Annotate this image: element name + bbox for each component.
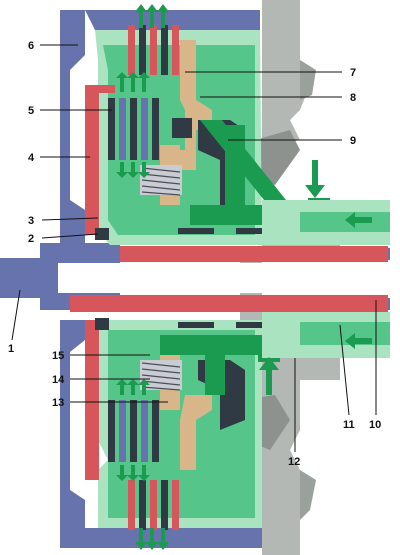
callout-3: 3 (28, 215, 34, 227)
inner-clutch-pack-lower (108, 400, 159, 462)
callout-14: 14 (52, 374, 65, 386)
callout-5: 5 (28, 105, 34, 117)
callout-9: 9 (350, 135, 356, 147)
callout-1: 1 (8, 343, 14, 355)
callout-8: 8 (350, 92, 356, 104)
outer-clutch-pack-lower (128, 480, 179, 530)
leader-2 (41, 233, 99, 239)
callout-2: 2 (28, 233, 34, 245)
callout-12: 12 (288, 456, 300, 468)
oil-feed-hub-lower (160, 335, 280, 395)
red-hollow-shaft (70, 246, 388, 312)
callout-6: 6 (28, 40, 34, 52)
leader-lines (11, 44, 377, 452)
inner-clutch-pack-upper (108, 98, 159, 160)
oil-supply-channel-lower (262, 312, 390, 358)
return-spring-lower (140, 360, 182, 391)
flow-arrows (116, 4, 372, 550)
callout-4: 4 (28, 152, 35, 164)
return-spring-upper (140, 165, 182, 196)
leader-11 (339, 324, 350, 416)
callout-7: 7 (350, 67, 356, 79)
callout-15: 15 (52, 350, 64, 362)
leader-1 (11, 289, 21, 341)
callout-10: 10 (369, 419, 381, 431)
callout-13: 13 (52, 397, 64, 409)
callout-11: 11 (343, 419, 355, 431)
callout-labels: 1 2 3 4 5 6 7 8 9 10 11 12 13 14 15 (8, 40, 381, 468)
leader-3 (41, 217, 99, 221)
outer-clutch-pack-upper (128, 25, 179, 75)
